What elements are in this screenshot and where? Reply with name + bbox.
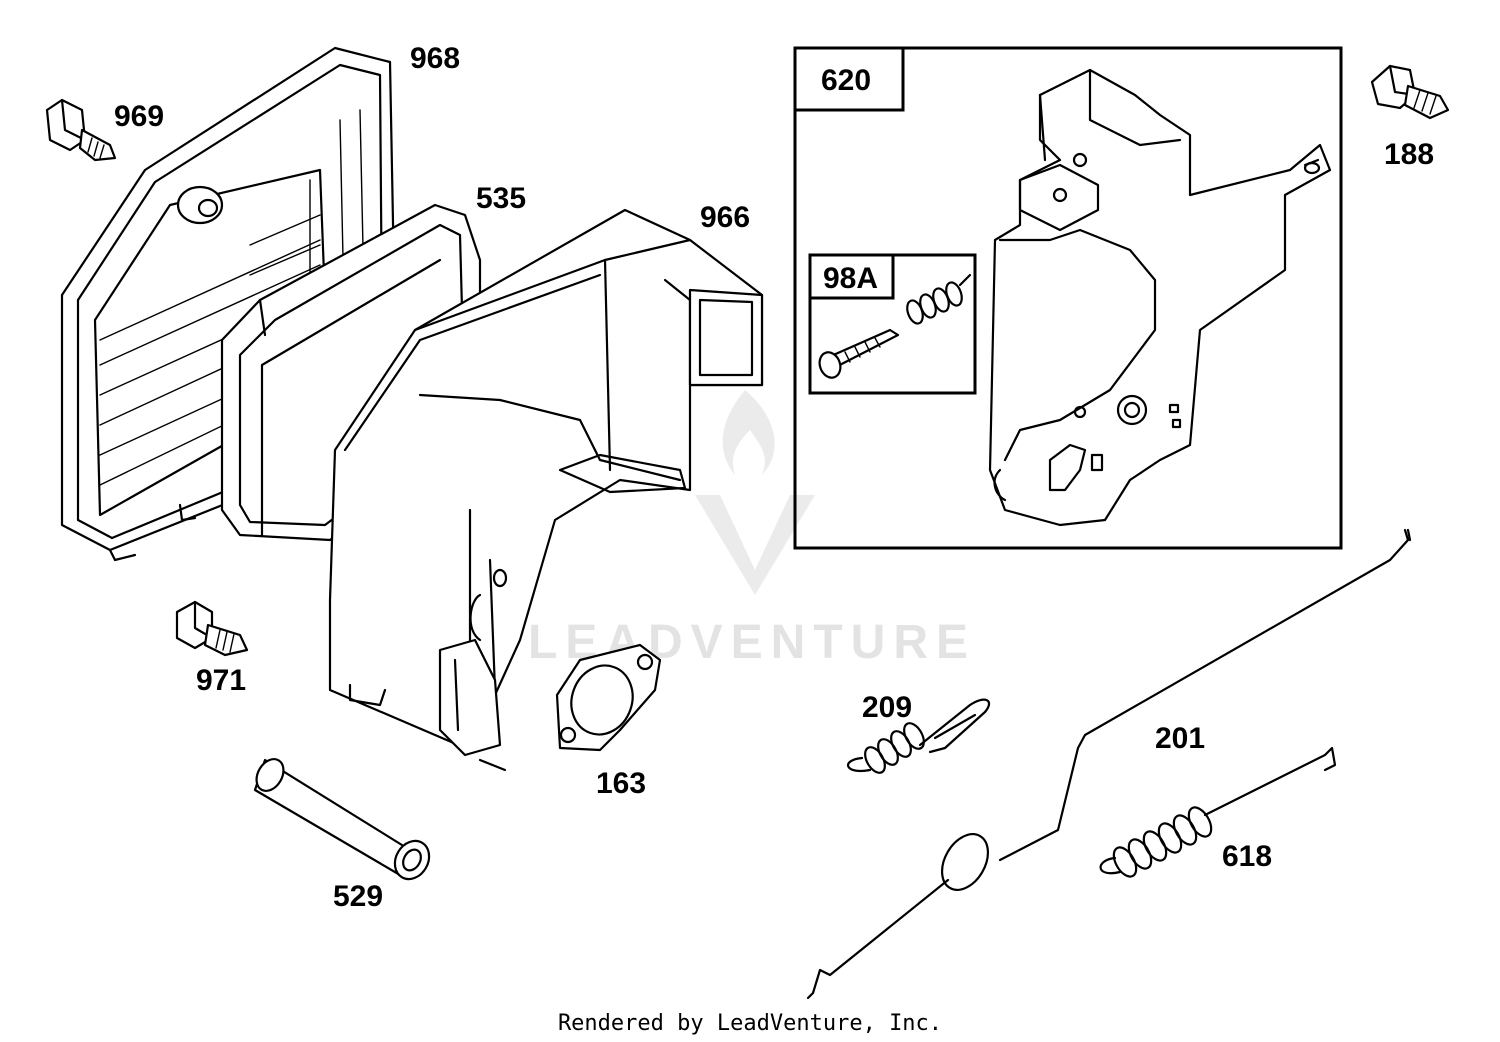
kit-620-control-bracket[interactable] xyxy=(793,46,1343,550)
part-188-screw[interactable] xyxy=(1370,64,1450,120)
part-163-gasket[interactable] xyxy=(555,643,662,752)
label-201: 201 xyxy=(1155,722,1205,755)
kit-98a-spring-screw[interactable] xyxy=(808,253,977,395)
kit-620-frame xyxy=(793,46,1343,550)
label-618: 618 xyxy=(1222,840,1272,873)
label-969: 969 xyxy=(114,100,164,133)
flame-logo-icon xyxy=(695,390,815,595)
label-968: 968 xyxy=(410,42,460,75)
label-535: 535 xyxy=(476,182,526,215)
kit-98a-label-box xyxy=(808,253,895,300)
part-209-spring[interactable] xyxy=(847,698,991,776)
part-201-governor-link[interactable] xyxy=(806,528,1412,1000)
footer-credit: Rendered by LeadVenture, Inc. xyxy=(558,1011,942,1036)
part-618-spring[interactable] xyxy=(1099,746,1337,880)
part-966-air-cleaner-base[interactable] xyxy=(328,208,764,772)
kit-620-label-box xyxy=(793,46,905,112)
part-969-screw[interactable] xyxy=(45,98,117,162)
label-163: 163 xyxy=(596,767,646,800)
part-971-screw[interactable] xyxy=(175,600,249,657)
label-529: 529 xyxy=(333,880,383,913)
label-971: 971 xyxy=(196,664,246,697)
part-529-tube[interactable] xyxy=(251,754,436,885)
label-98a: 98A xyxy=(823,262,878,295)
label-188: 188 xyxy=(1384,138,1434,171)
label-966: 966 xyxy=(700,201,750,234)
label-209: 209 xyxy=(862,691,912,724)
label-620: 620 xyxy=(821,64,871,97)
